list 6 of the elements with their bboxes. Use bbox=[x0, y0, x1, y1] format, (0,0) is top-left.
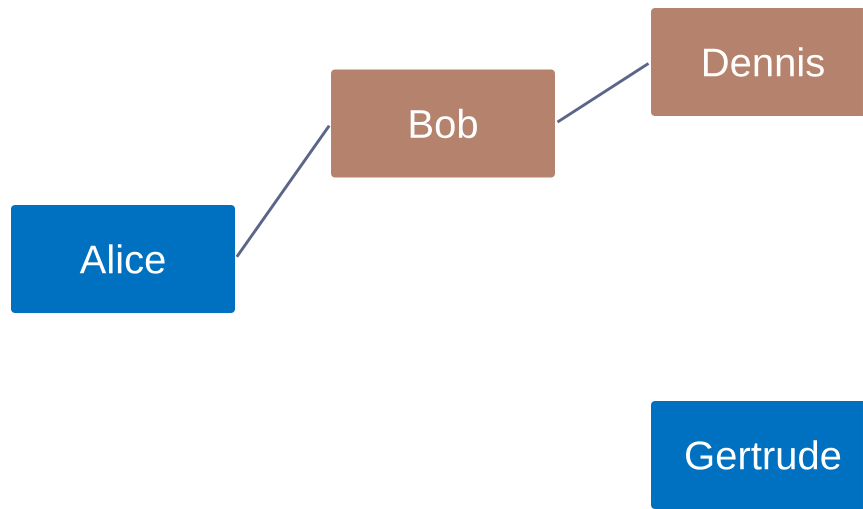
name-box: Alice bbox=[11, 205, 235, 313]
connector-line bbox=[236, 124, 330, 258]
name-box: Dennis bbox=[651, 8, 863, 116]
name-box: Bob bbox=[331, 70, 555, 178]
connector-line bbox=[556, 62, 650, 124]
name-box: Gertrude bbox=[651, 401, 863, 509]
